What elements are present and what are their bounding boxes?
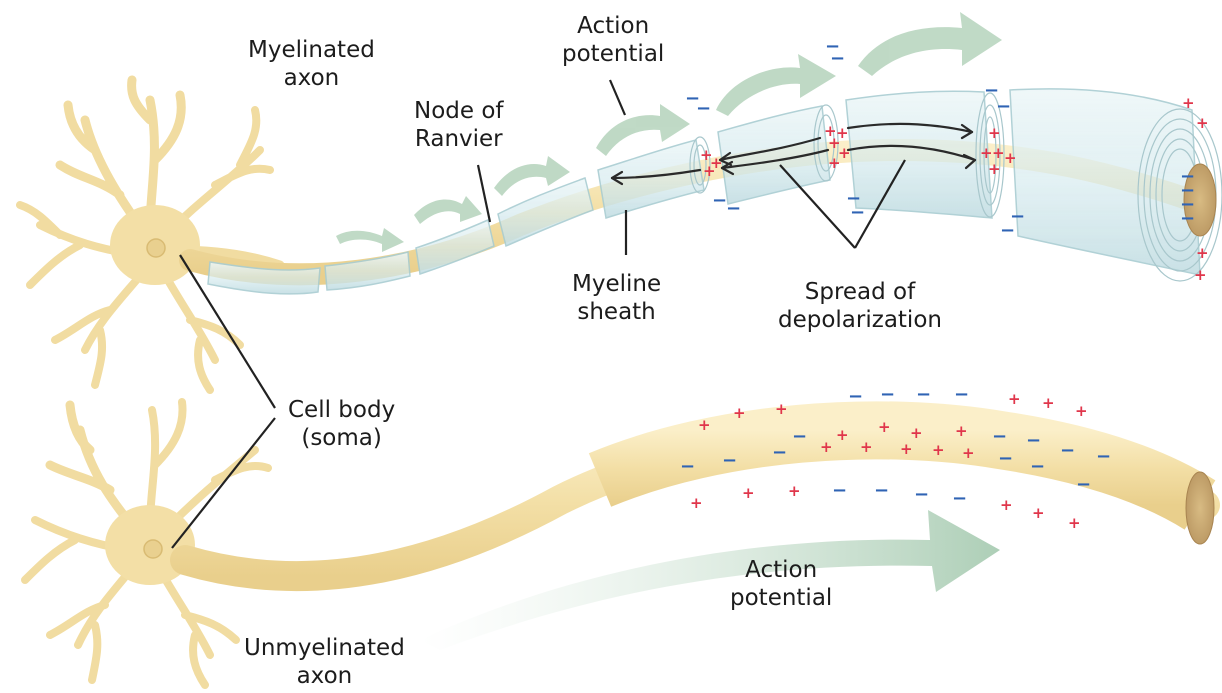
saltatory-arrow-2 [414,196,482,224]
bottom-nucleus [144,540,162,558]
saltatory-arrow-6 [858,12,1002,76]
svg-text:+: + [788,482,801,500]
svg-text:−: − [952,488,967,509]
label-myelinated-axon: Myelinated axon [248,36,375,92]
svg-text:+: + [775,400,788,418]
svg-text:+: + [1068,514,1081,532]
svg-text:+: + [1032,504,1045,522]
label-action-potential-bottom: Action potential [730,556,832,612]
svg-text:−: − [1026,430,1041,451]
label-myeline-sheath: Myeline sheath [572,270,661,326]
svg-text:+: + [1008,390,1021,408]
svg-text:−: − [954,384,969,405]
svg-text:+: + [962,444,975,462]
svg-text:+: + [1075,402,1088,420]
svg-text:+: + [1000,496,1013,514]
svg-text:−: − [848,386,863,407]
svg-text:−: − [1076,474,1091,495]
svg-text:+: + [828,154,841,172]
svg-text:−: − [722,450,737,471]
svg-text:−: − [996,96,1011,117]
svg-text:+: + [698,416,711,434]
svg-text:−: − [1030,456,1045,477]
svg-text:+: + [1196,114,1209,132]
svg-text:+: + [878,418,891,436]
leader-action-potential-top [610,80,625,115]
svg-text:+: + [1194,266,1207,284]
svg-text:−: − [726,198,741,219]
saltatory-arrow-1 [336,228,404,252]
svg-text:+: + [820,438,833,456]
svg-text:+: + [836,426,849,444]
svg-text:+: + [703,162,716,180]
svg-text:−: − [998,448,1013,469]
svg-text:+: + [1042,394,1055,412]
svg-text:−: − [916,384,931,405]
svg-text:+: + [988,124,1001,142]
label-cell-body: Cell body (soma) [288,396,395,452]
svg-text:+: + [1004,149,1017,167]
svg-text:−: − [1180,208,1195,229]
svg-text:−: − [772,442,787,463]
svg-text:−: − [1060,440,1075,461]
svg-text:−: − [680,456,695,477]
svg-text:−: − [914,484,929,505]
svg-text:+: + [988,160,1001,178]
leader-cell-body-bottom [172,418,275,548]
label-node-of-ranvier: Node of Ranvier [414,97,504,153]
svg-text:−: − [696,98,711,119]
svg-text:−: − [850,202,865,223]
svg-text:−: − [832,480,847,501]
bottom-axon-cut-face [1186,472,1214,544]
svg-text:−: − [1000,220,1015,241]
svg-text:+: + [690,494,703,512]
svg-text:+: + [742,484,755,502]
svg-text:+: + [900,440,913,458]
svg-text:+: + [955,422,968,440]
svg-text:−: − [874,480,889,501]
svg-text:+: + [1196,244,1209,262]
svg-text:+: + [932,441,945,459]
svg-text:−: − [880,384,895,405]
label-spread-of-depolarization: Spread of depolarization [778,278,942,334]
svg-text:−: − [792,426,807,447]
svg-text:+: + [860,438,873,456]
svg-text:−: − [992,426,1007,447]
label-action-potential-top: Action potential [562,12,664,68]
label-unmyelinated-axon: Unmyelinated axon [244,634,405,690]
svg-text:−: − [1096,446,1111,467]
svg-text:−: − [712,190,727,211]
svg-text:+: + [1182,94,1195,112]
svg-text:+: + [733,404,746,422]
top-nucleus [147,239,165,257]
svg-text:−: − [830,48,845,69]
